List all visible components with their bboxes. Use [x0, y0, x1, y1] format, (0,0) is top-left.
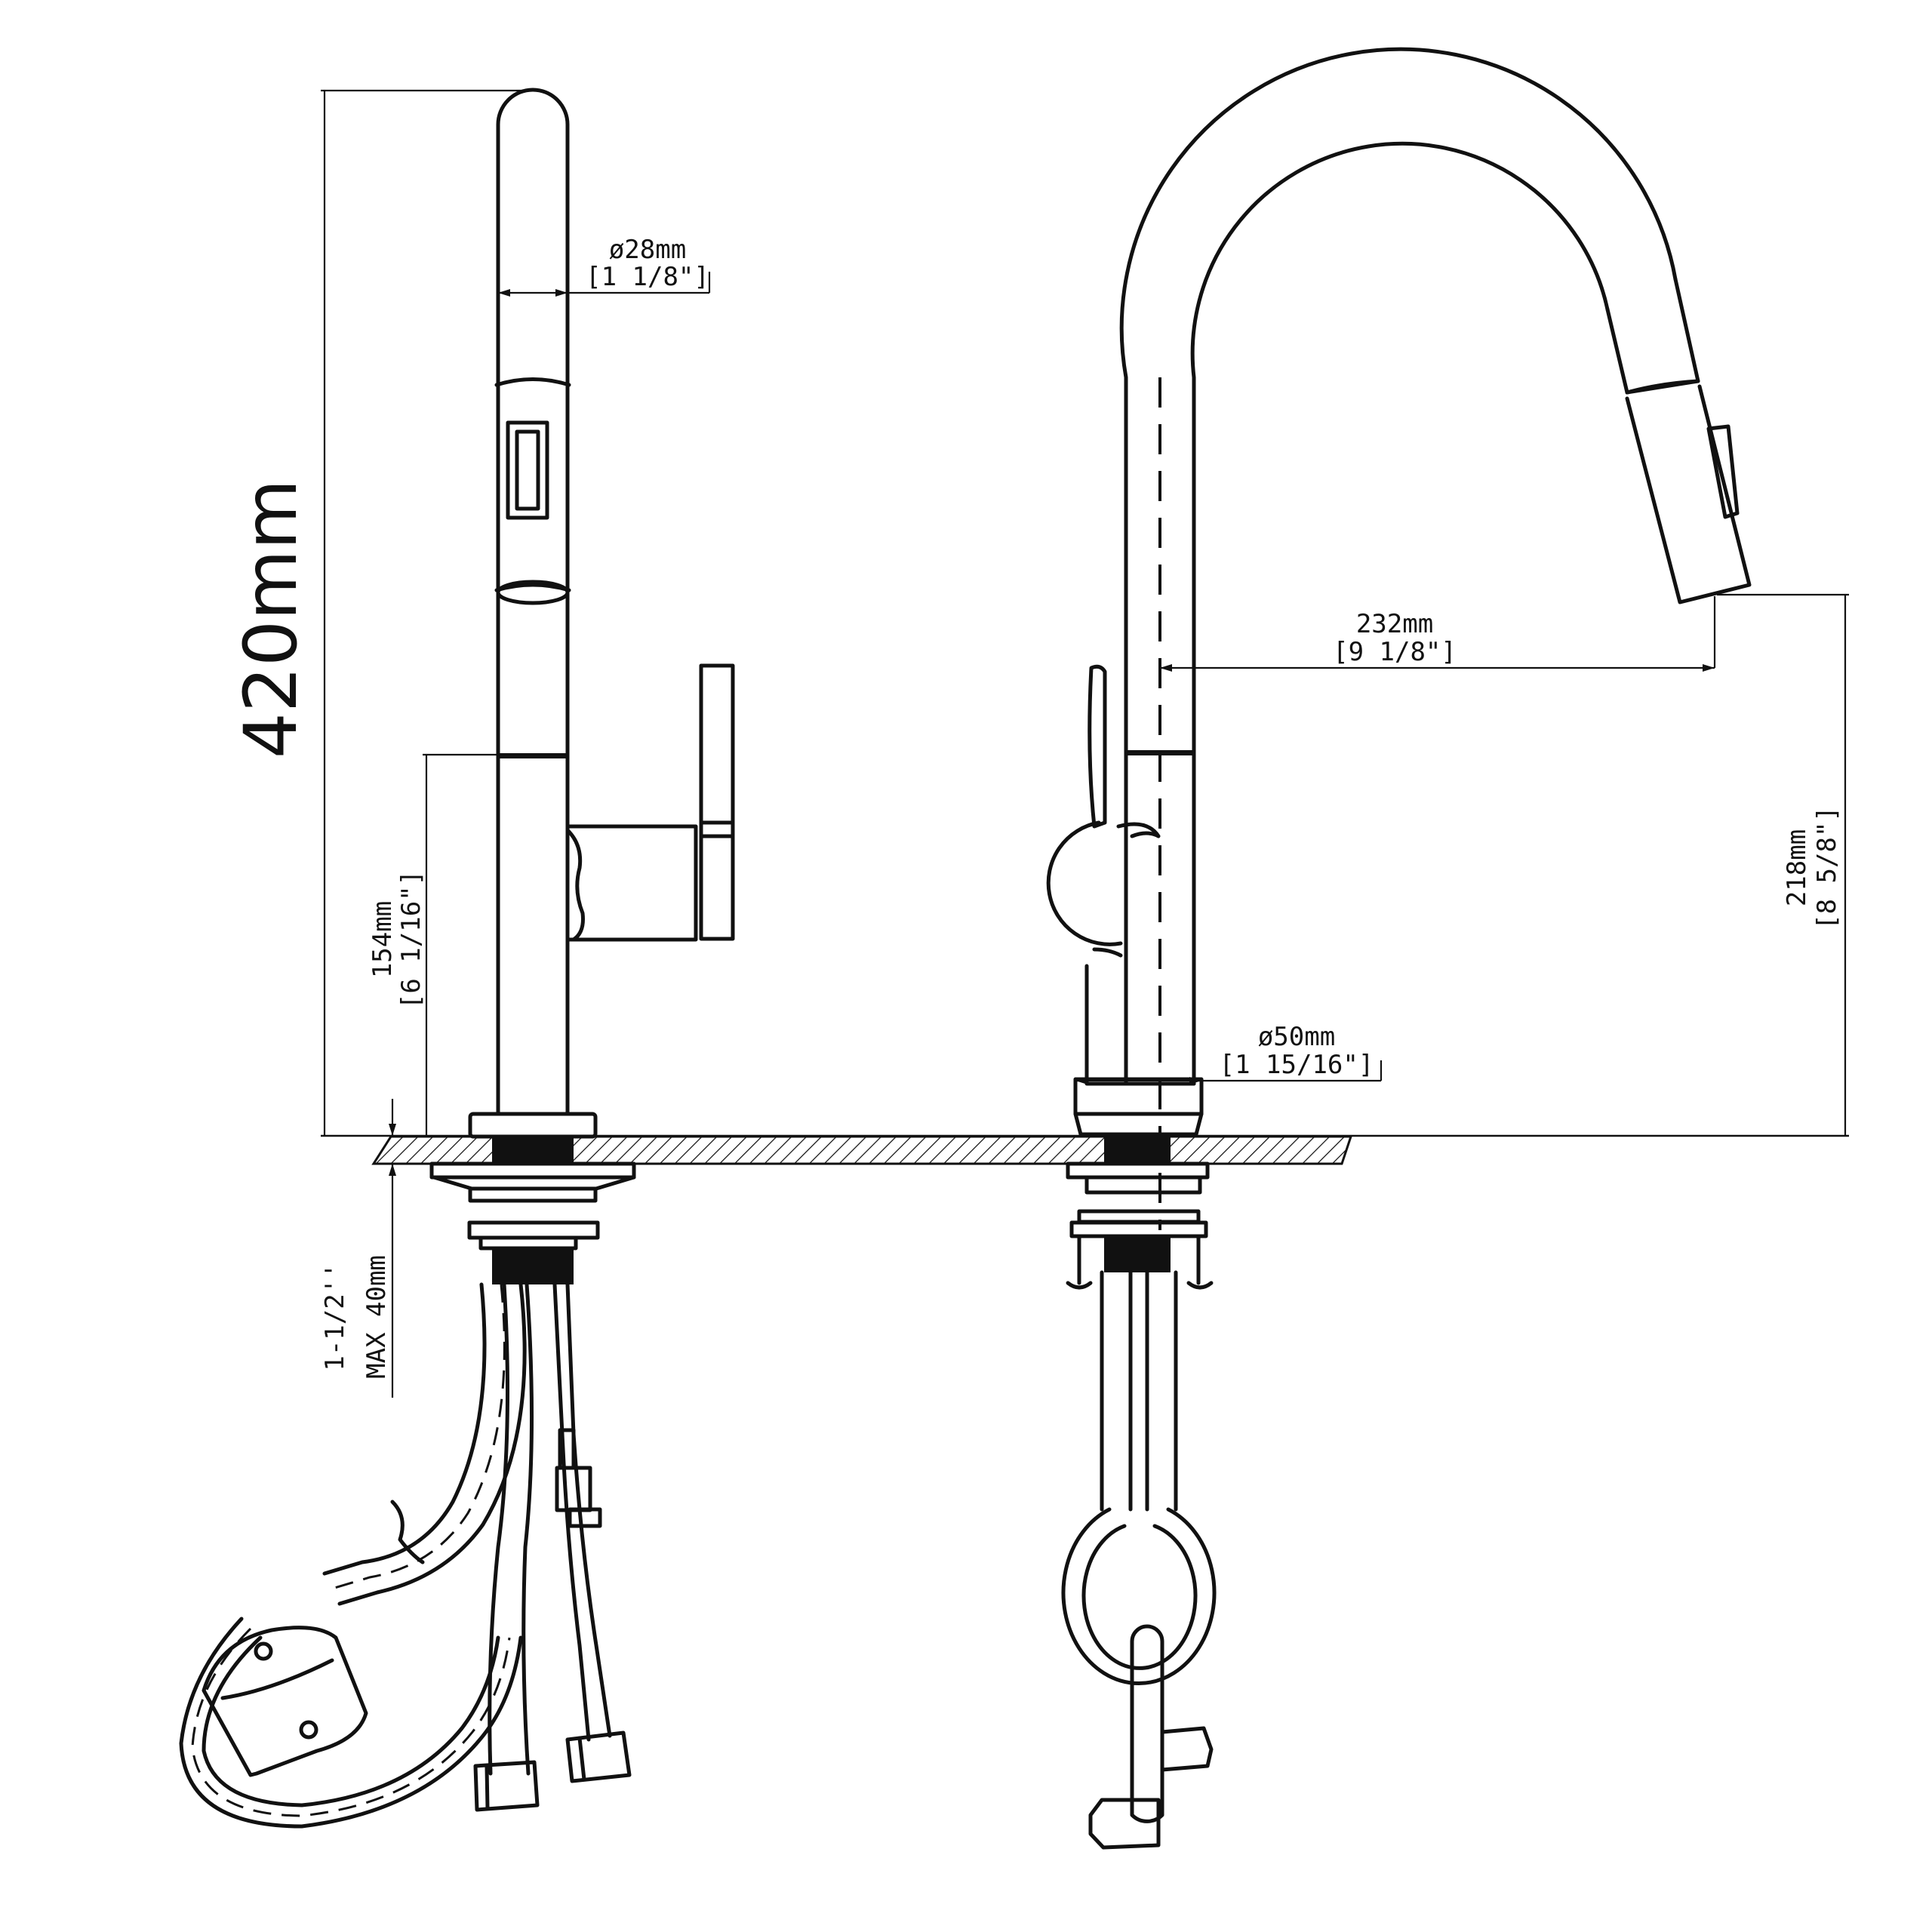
- label-base-diameter-in: [1 15/16"]: [1220, 1050, 1374, 1080]
- label-reach-mm: 232mm: [1356, 609, 1433, 639]
- label-deck-thickness-line1: 1-1/2'': [320, 1263, 350, 1371]
- dimension-spout-height: 218mm [8 5/8"]: [1717, 593, 1849, 1136]
- label-handle-height-in: [6 1/16"]: [396, 870, 426, 1009]
- dimension-base-diameter: ø50mm [1 15/16"]: [1075, 1022, 1383, 1084]
- dimension-deck-thickness: 1-1/2'' MAX 40mm: [320, 1099, 396, 1398]
- label-base-diameter-mm: ø50mm: [1258, 1022, 1335, 1052]
- label-spout-height-mm: 218mm: [1782, 829, 1812, 906]
- dimension-spout-diameter: ø28mm [1 1/8"]: [498, 235, 711, 297]
- dimension-reach: 232mm [9 1/8"]: [1160, 596, 1716, 672]
- label-reach-in: [9 1/8"]: [1333, 637, 1457, 667]
- label-spout-diameter-mm: ø28mm: [609, 235, 686, 265]
- label-spout-diameter-in: [1 1/8"]: [586, 262, 709, 292]
- faucet-front-view: [1046, 47, 1752, 1850]
- faucet-side-view: [179, 88, 735, 1829]
- dimension-420mm: 420mm: [229, 89, 528, 1136]
- dimension-handle-height: 154mm [6 1/16"]: [368, 753, 498, 1136]
- label-420mm: 420mm: [229, 479, 313, 758]
- label-handle-height-mm: 154mm: [368, 901, 398, 978]
- label-deck-thickness-line2: MAX 40mm: [361, 1255, 392, 1379]
- label-spout-height-in: [8 5/8"]: [1812, 806, 1842, 930]
